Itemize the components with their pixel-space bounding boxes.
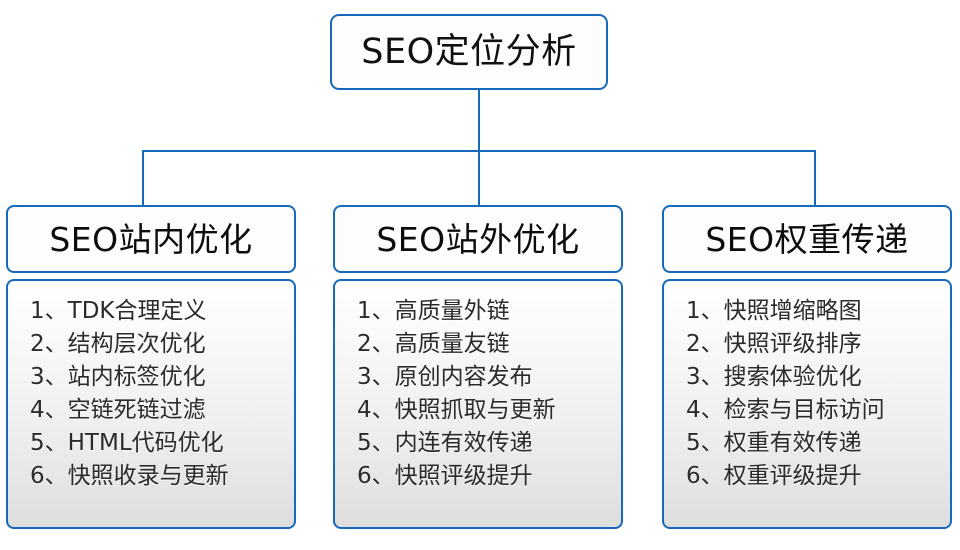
list-item-text: 快照评级排序: [723, 331, 862, 357]
list-item-text: 快照评级提升: [394, 463, 533, 489]
branch-panel-3: 1、快照增缩略图 2、快照评级排序 3、搜索体验优化 4、检索与目标访问 5、权…: [662, 279, 952, 529]
list-item-text: TDK合理定义: [67, 298, 207, 324]
list-item-text: 权重评级提升: [723, 463, 862, 489]
branch-header-1[interactable]: SEO站内优化: [6, 205, 296, 273]
list-item: 1、快照增缩略图: [686, 295, 950, 328]
list-item: 3、搜索体验优化: [686, 361, 950, 394]
list-item-index: 1、: [686, 298, 724, 324]
list-item-text: 高质量友链: [394, 331, 510, 357]
list-item-index: 1、: [30, 298, 68, 324]
branch-header-label-2: SEO站外优化: [376, 219, 580, 259]
list-item-index: 5、: [30, 430, 68, 456]
list-item-index: 5、: [686, 430, 724, 456]
list-item: 4、快照抓取与更新: [357, 394, 621, 427]
list-item: 5、权重有效传递: [686, 427, 950, 460]
list-item: 6、快照收录与更新: [30, 460, 294, 493]
list-item-text: HTML代码优化: [67, 430, 224, 456]
list-item-index: 1、: [357, 298, 395, 324]
list-item: 3、站内标签优化: [30, 361, 294, 394]
list-item-text: 结构层次优化: [67, 331, 206, 357]
list-item-text: 原创内容发布: [394, 364, 533, 390]
list-item: 5、内连有效传递: [357, 427, 621, 460]
list-item-index: 2、: [30, 331, 68, 357]
branch-item-list-3: 1、快照增缩略图 2、快照评级排序 3、搜索体验优化 4、检索与目标访问 5、权…: [664, 295, 950, 493]
list-item-index: 2、: [357, 331, 395, 357]
list-item-index: 6、: [30, 463, 68, 489]
root-node-label: SEO定位分析: [361, 31, 577, 72]
list-item-index: 3、: [357, 364, 395, 390]
root-node[interactable]: SEO定位分析: [330, 14, 608, 90]
list-item-index: 6、: [686, 463, 724, 489]
list-item-index: 5、: [357, 430, 395, 456]
list-item: 6、快照评级提升: [357, 460, 621, 493]
list-item: 2、高质量友链: [357, 328, 621, 361]
list-item-index: 4、: [357, 397, 395, 423]
branch-columns: SEO站内优化 1、TDK合理定义 2、结构层次优化 3、站内标签优化 4、空链…: [0, 205, 960, 535]
list-item-text: 站内标签优化: [67, 364, 206, 390]
branch-panel-2: 1、高质量外链 2、高质量友链 3、原创内容发布 4、快照抓取与更新 5、内连有…: [333, 279, 623, 529]
list-item-text: 权重有效传递: [723, 430, 862, 456]
list-item-index: 4、: [30, 397, 68, 423]
list-item-index: 3、: [30, 364, 68, 390]
branch-item-list-1: 1、TDK合理定义 2、结构层次优化 3、站内标签优化 4、空链死链过滤 5、H…: [8, 295, 294, 493]
list-item-text: 空链死链过滤: [67, 397, 206, 423]
connector-branch-3-down: [814, 150, 816, 206]
list-item-text: 高质量外链: [394, 298, 510, 324]
list-item-text: 快照抓取与更新: [394, 397, 556, 423]
branch-header-2[interactable]: SEO站外优化: [333, 205, 623, 273]
list-item-text: 快照增缩略图: [723, 298, 862, 324]
list-item: 2、结构层次优化: [30, 328, 294, 361]
list-item-text: 快照收录与更新: [67, 463, 229, 489]
list-item: 2、快照评级排序: [686, 328, 950, 361]
branch-header-label-3: SEO权重传递: [705, 219, 909, 259]
list-item: 3、原创内容发布: [357, 361, 621, 394]
list-item: 6、权重评级提升: [686, 460, 950, 493]
list-item-index: 4、: [686, 397, 724, 423]
list-item-text: 检索与目标访问: [723, 397, 885, 423]
branch-column-1: SEO站内优化 1、TDK合理定义 2、结构层次优化 3、站内标签优化 4、空链…: [6, 205, 296, 529]
branch-header-label-1: SEO站内优化: [49, 219, 253, 259]
list-item: 4、空链死链过滤: [30, 394, 294, 427]
list-item: 1、TDK合理定义: [30, 295, 294, 328]
branch-header-3[interactable]: SEO权重传递: [662, 205, 952, 273]
connector-branch-2-down: [478, 150, 480, 206]
list-item-index: 3、: [686, 364, 724, 390]
branch-panel-1: 1、TDK合理定义 2、结构层次优化 3、站内标签优化 4、空链死链过滤 5、H…: [6, 279, 296, 529]
list-item-text: 内连有效传递: [394, 430, 533, 456]
branch-column-2: SEO站外优化 1、高质量外链 2、高质量友链 3、原创内容发布 4、快照抓取与…: [333, 205, 623, 529]
list-item-index: 6、: [357, 463, 395, 489]
connector-root-down: [478, 90, 480, 152]
list-item: 4、检索与目标访问: [686, 394, 950, 427]
list-item-text: 搜索体验优化: [723, 364, 862, 390]
branch-item-list-2: 1、高质量外链 2、高质量友链 3、原创内容发布 4、快照抓取与更新 5、内连有…: [335, 295, 621, 493]
branch-column-3: SEO权重传递 1、快照增缩略图 2、快照评级排序 3、搜索体验优化 4、检索与…: [662, 205, 952, 529]
list-item: 5、HTML代码优化: [30, 427, 294, 460]
list-item-index: 2、: [686, 331, 724, 357]
list-item: 1、高质量外链: [357, 295, 621, 328]
connector-branch-1-down: [142, 150, 144, 206]
